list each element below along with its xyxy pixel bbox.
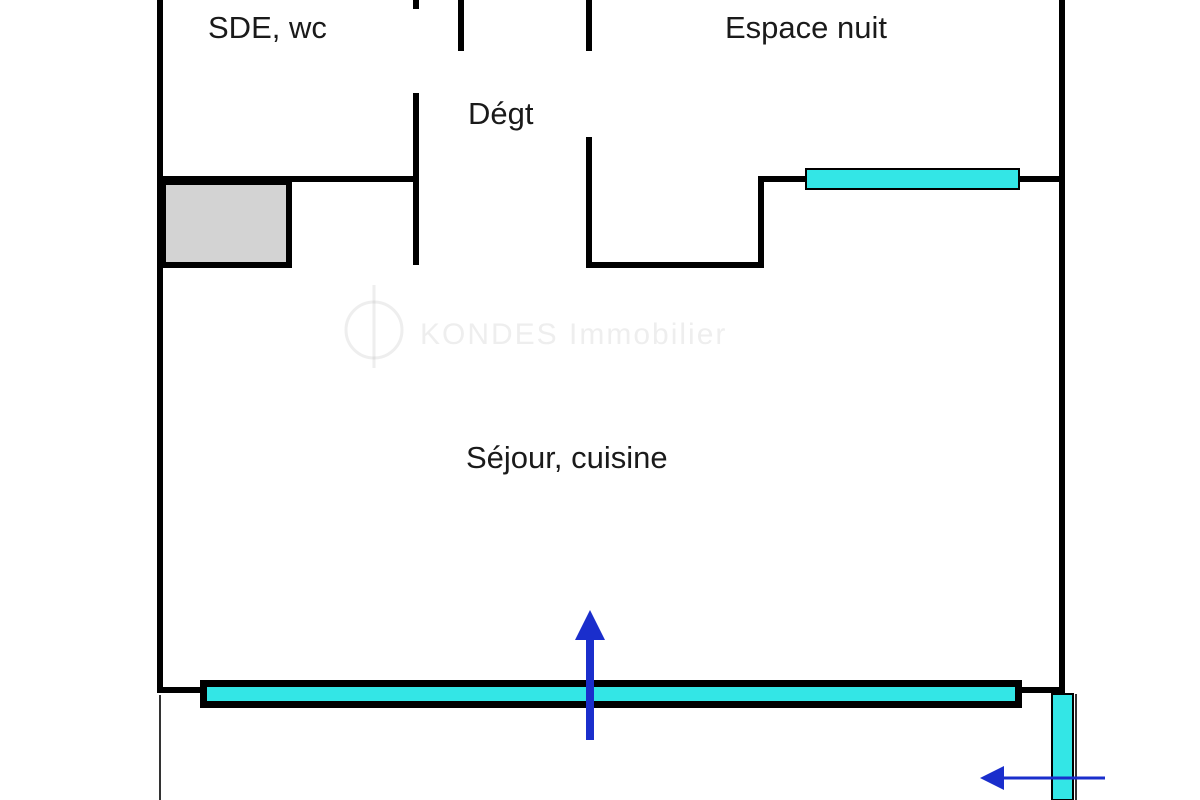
living-window [207, 687, 1015, 701]
left-arrow-icon [980, 766, 1105, 790]
terrace-outline [159, 694, 1077, 800]
side-window [1051, 693, 1074, 800]
bedroom-window [805, 168, 1020, 190]
up-arrow-icon [575, 610, 605, 740]
watermark-logo [344, 285, 404, 368]
room-label-degagement: Dégt [468, 96, 534, 131]
room-label-sde: SDE, wc [208, 10, 327, 45]
watermark-text: KONDES Immobilier [420, 318, 728, 351]
room-label-sejour-cuisine: Séjour, cuisine [466, 440, 668, 475]
corridor-right-wall [586, 137, 809, 268]
room-label-espace-nuit: Espace nuit [725, 10, 887, 45]
closet [160, 179, 292, 268]
